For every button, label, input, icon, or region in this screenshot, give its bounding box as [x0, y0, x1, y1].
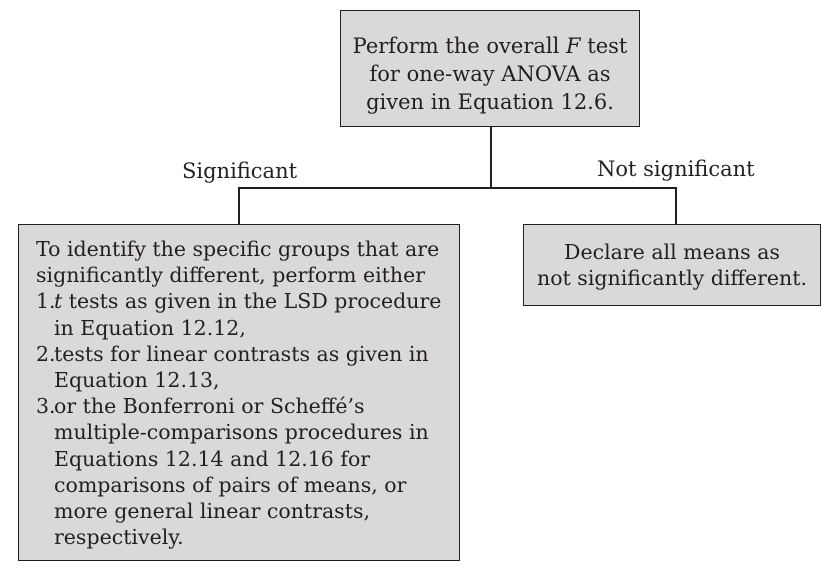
- step-line: in Equation 12.12,: [54, 315, 246, 340]
- step-number: 3.: [36, 394, 56, 419]
- procedure-item-lsd: 1. t tests as given in the LSD procedure…: [36, 288, 447, 340]
- procedure-item-linear-contrasts: 2. tests for linear contrasts as given i…: [36, 341, 447, 393]
- top-box-line-2: for one-way ANOVA as: [369, 62, 611, 86]
- overall-f-test-box: Perform the overall F test for one-way A…: [340, 10, 640, 127]
- step-number: 1.: [36, 289, 56, 314]
- step-text: tests as given in the LSD procedure: [62, 289, 442, 314]
- step-line: more general linear contrasts,: [54, 499, 370, 524]
- top-box-line-1-post: test: [580, 34, 628, 58]
- procedure-item-bonferroni-scheffe: 3. or the Bonferroni or Scheffé’s multip…: [36, 393, 447, 550]
- right-box-line-1: Declare all means as: [564, 240, 780, 264]
- top-box-line-3: given in Equation 12.6.: [366, 90, 614, 114]
- procedure-list: 1. t tests as given in the LSD procedure…: [36, 288, 447, 550]
- connector-right-drop: [675, 187, 677, 224]
- step-line: t tests as given in the LSD procedure: [54, 288, 447, 314]
- right-box-line-2: not significantly different.: [537, 266, 807, 290]
- not-significant-outcome-box: Declare all means as not significantly d…: [523, 224, 821, 306]
- step-number: 2.: [36, 341, 56, 366]
- intro-line-2: significantly different, perform either: [36, 263, 426, 288]
- connector-stem: [490, 127, 492, 188]
- step-line: multiple-comparisons procedures in: [54, 420, 429, 445]
- step-line: Equation 12.13,: [54, 368, 220, 393]
- step-line: Equations 12.14 and 12.16 for: [54, 446, 371, 471]
- significant-label: Significant: [182, 159, 298, 183]
- significant-outcome-box: To identify the specific groups that are…: [18, 224, 460, 561]
- intro-line-1: To identify the specific groups that are: [36, 237, 440, 261]
- t-variable: t: [54, 289, 63, 314]
- f-variable: F: [566, 34, 581, 58]
- step-line: respectively.: [54, 525, 184, 550]
- not-significant-label: Not significant: [597, 157, 755, 181]
- step-line: comparisons of pairs of means, or: [54, 472, 407, 497]
- top-box-line-1-pre: Perform the overall: [352, 34, 567, 58]
- step-line: tests for linear contrasts as given in: [54, 341, 429, 366]
- connector-left-drop: [238, 187, 240, 224]
- connector-horizontal: [238, 187, 677, 189]
- top-box-line-1: Perform the overall F test: [341, 32, 639, 60]
- step-line: or the Bonferroni or Scheffé’s: [54, 394, 365, 419]
